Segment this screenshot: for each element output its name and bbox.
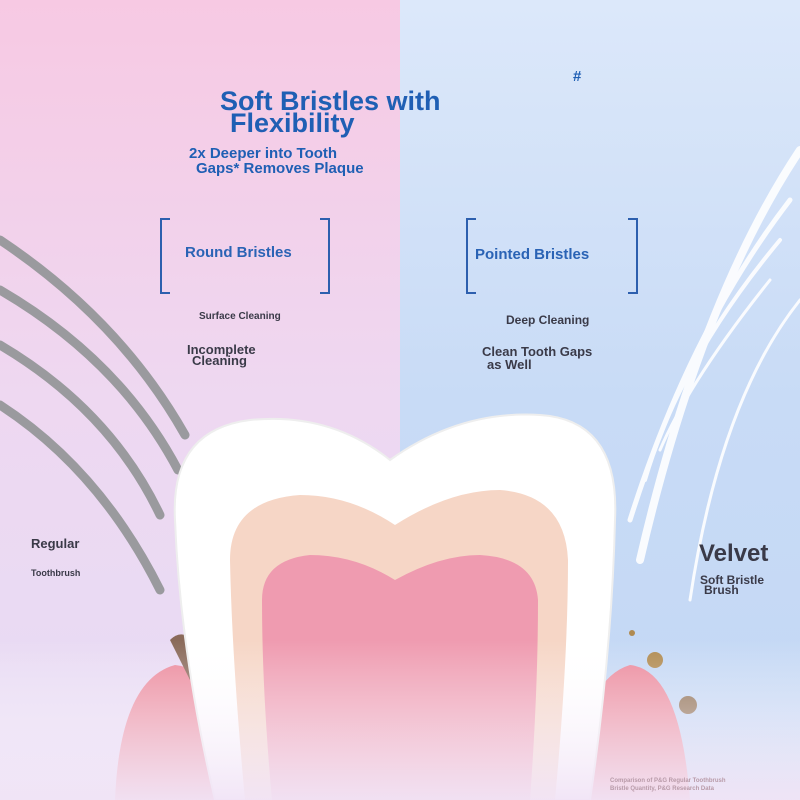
bracket-left-icon: [466, 218, 476, 294]
bristle: [0, 400, 165, 595]
hash-mark: #: [573, 68, 582, 85]
bottom-fade: [0, 640, 800, 800]
subtitle-line2: Gaps* Removes Plaque: [196, 160, 364, 177]
bristle: [0, 340, 165, 520]
velvet-label: Velvet: [699, 540, 769, 567]
footnote-line1: Comparison of P&G Regular Toothbrush: [610, 778, 726, 784]
surface-cleaning: Surface Cleaning: [199, 311, 281, 322]
title-line2: Flexibility: [230, 108, 355, 138]
deep-cleaning: Deep Cleaning: [506, 313, 590, 327]
round-bristles-label: Round Bristles: [185, 244, 292, 261]
regular-bristles: [0, 235, 190, 595]
soft-bristle-label: Soft Bristle: [700, 573, 765, 587]
pointed-bristles-label: Pointed Bristles: [475, 246, 590, 263]
toothbrush-label: Toothbrush: [31, 568, 81, 578]
round-bristles-box: Round Bristles: [160, 218, 330, 294]
bracket-right-icon: [628, 218, 638, 294]
velvet-bristles: [627, 146, 800, 602]
pointed-bristles-box: Pointed Bristles: [466, 218, 638, 294]
brush-label: Brush: [704, 583, 739, 597]
bristle: [0, 235, 190, 440]
bristle: [0, 285, 183, 475]
incomplete-cleaning-line1: Incomplete: [187, 342, 256, 357]
bracket-right-icon: [320, 218, 330, 294]
clean-gaps-line2: as Well: [487, 357, 532, 372]
incomplete-cleaning-line2: Cleaning: [192, 353, 247, 368]
footnote-line2: Bristle Quantity, P&G Research Data: [610, 786, 714, 792]
clean-gaps-line1: Clean Tooth Gaps: [482, 344, 593, 359]
bracket-left-icon: [160, 218, 170, 294]
title-line1: Soft Bristles with: [220, 86, 441, 116]
regular-label: Regular: [31, 536, 80, 551]
subtitle-line1: 2x Deeper into Tooth: [189, 145, 338, 162]
